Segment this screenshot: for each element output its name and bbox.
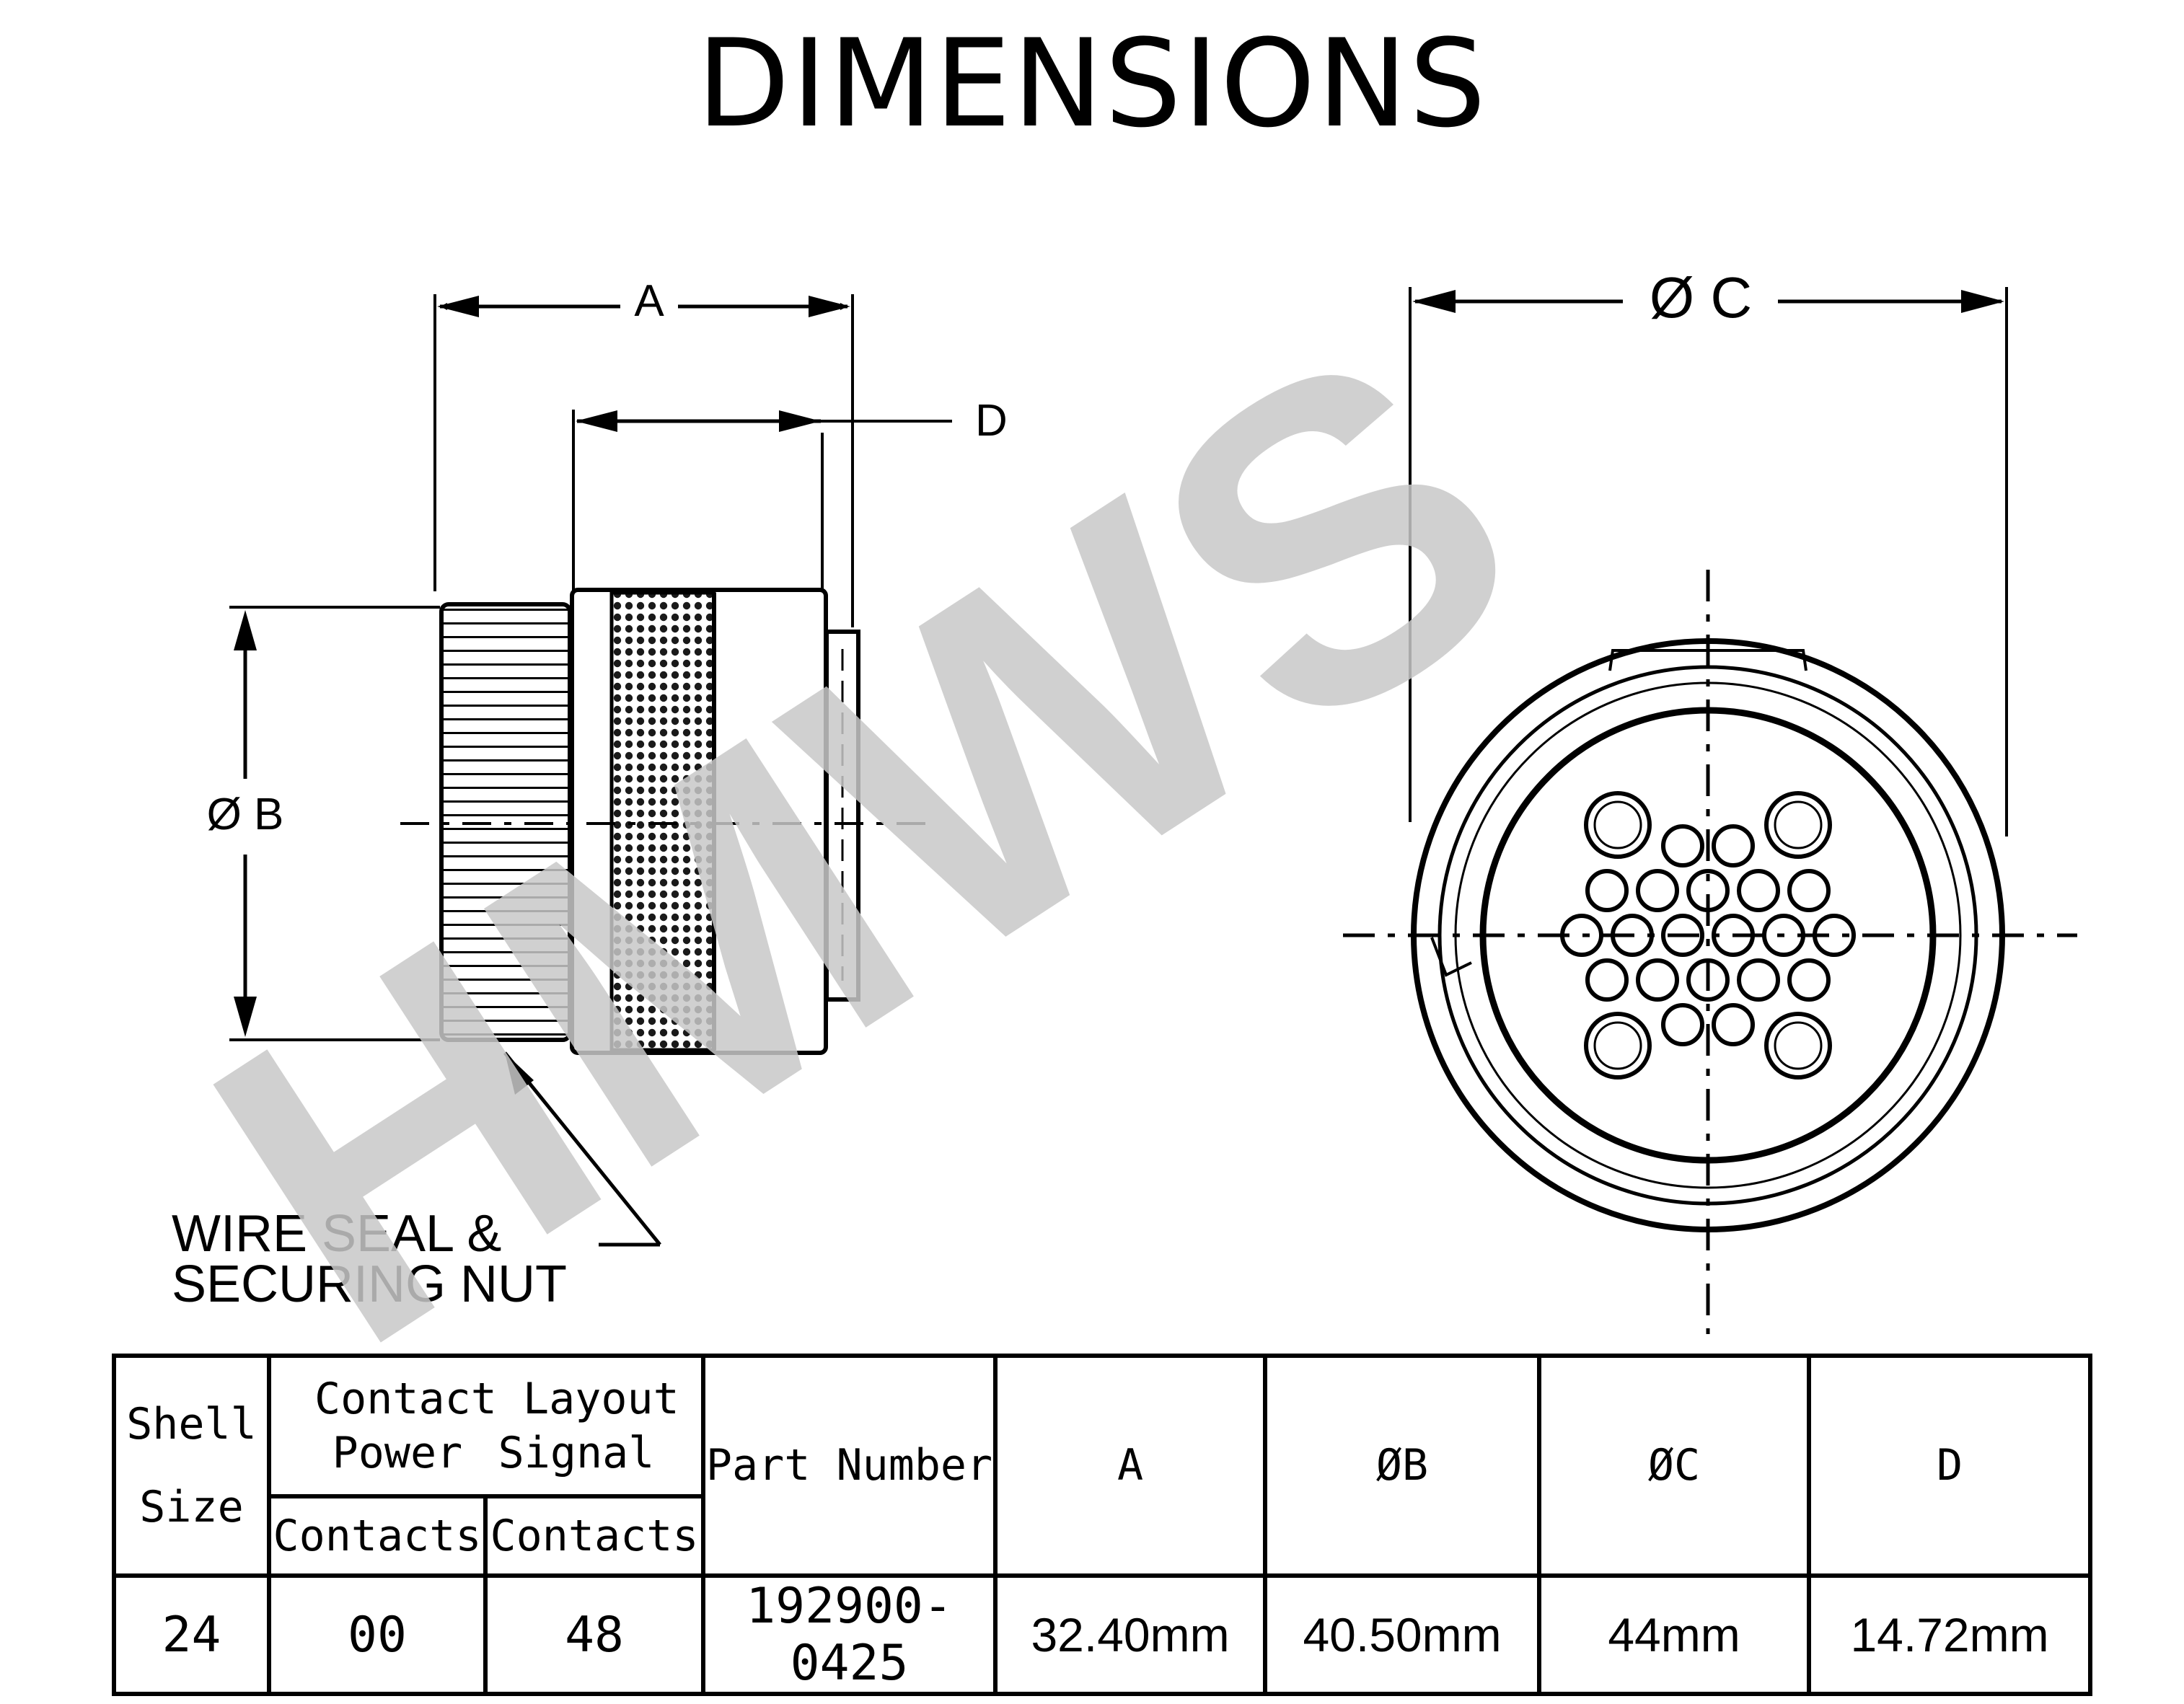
contact-cavity-inner	[1593, 1021, 1642, 1070]
header-power: Power	[332, 1427, 463, 1478]
label-dim-d: D	[975, 396, 1008, 446]
side-view: A D Ø B	[207, 276, 1008, 1055]
callout-leader	[503, 1051, 661, 1246]
knurled-ring	[609, 591, 716, 1052]
cell-power-contacts: 00	[267, 1573, 488, 1696]
cell-b: 40.50mm	[1263, 1573, 1542, 1696]
label-dim-a: A	[634, 276, 664, 326]
key-tab-left	[1430, 937, 1472, 977]
arrowhead-icon	[779, 410, 821, 432]
header-contact-layout: Contact Layout Power Signal	[266, 1354, 706, 1498]
header-c: ØC	[1537, 1354, 1812, 1578]
cell-c: 44mm	[1537, 1573, 1812, 1696]
watermark-logo: HMWS	[136, 249, 1595, 1348]
label-dim-b: Ø B	[207, 790, 284, 839]
header-signal: Signal	[498, 1427, 655, 1478]
connector-drawing: A D Ø B	[136, 249, 2077, 1348]
cell-signal-contacts: 48	[483, 1573, 706, 1696]
arrowhead-icon	[505, 1053, 534, 1095]
contact-cavity-inner	[1593, 800, 1642, 849]
arrowhead-icon	[234, 610, 257, 650]
spec-table: Shell Size Contact Layout Power Signal P…	[112, 1354, 2093, 1696]
header-a: A	[993, 1354, 1268, 1578]
header-shell-size: Shell Size	[112, 1354, 271, 1578]
cell-d: 14.72mm	[1807, 1573, 2093, 1696]
arrowhead-icon	[234, 997, 257, 1037]
arrowhead-icon	[437, 296, 479, 317]
arrowhead-icon	[809, 296, 850, 317]
cell-shell-size: 24	[112, 1573, 271, 1696]
callout-wire-seal: WIRE SEAL & SECURING NUT	[172, 1051, 661, 1313]
front-view: Ø C	[1343, 265, 2077, 1334]
contact-cavity-inner	[1774, 800, 1823, 849]
contact-cavity-inner	[1774, 1021, 1823, 1070]
header-d: D	[1807, 1354, 2093, 1578]
cell-a: 32.40mm	[993, 1573, 1268, 1696]
cell-part-number: 192900-0425	[701, 1573, 998, 1696]
header-power-contacts: Contacts	[267, 1494, 488, 1578]
header-b: ØB	[1263, 1354, 1542, 1578]
contact-cavity	[1712, 1003, 1755, 1046]
contact-cavity	[1585, 958, 1629, 1002]
contact-cavity	[1636, 958, 1679, 1002]
contact-cavity	[1787, 869, 1831, 912]
page-title: DIMENSIONS	[696, 13, 1488, 154]
contact-cavity	[1636, 869, 1679, 912]
contact-cavity	[1661, 1003, 1704, 1046]
table-row: 24 00 48 192900-0425 32.40mm 40.50mm 44m…	[112, 1573, 2093, 1696]
contact-cavity	[1712, 824, 1755, 868]
contact-cavity	[1737, 958, 1780, 1002]
arrowhead-icon	[1961, 290, 2004, 313]
callout-line-2: SECURING NUT	[172, 1255, 567, 1313]
contact-cavity	[1737, 869, 1780, 912]
contact-cavity	[1661, 824, 1704, 868]
contact-cavity	[1787, 958, 1831, 1002]
callout-line-1: WIRE SEAL &	[172, 1205, 501, 1263]
arrowhead-icon	[1412, 290, 1456, 313]
header-part-number: Part Number	[701, 1354, 998, 1578]
contact-cavity	[1585, 869, 1629, 912]
arrowhead-icon	[576, 410, 617, 432]
label-dim-c: Ø C	[1650, 265, 1752, 330]
header-signal-contacts: Contacts	[483, 1494, 706, 1578]
